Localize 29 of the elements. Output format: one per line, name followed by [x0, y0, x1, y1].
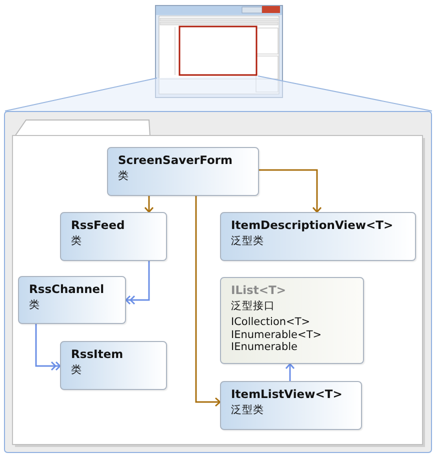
member-item: IEnumerable<T> — [231, 328, 323, 341]
type-label: 类 — [118, 169, 130, 183]
class-name: RssFeed — [71, 218, 126, 232]
arrow — [285, 363, 295, 381]
type-label: 泛型接口 — [231, 299, 276, 313]
class-box — [60, 212, 167, 261]
class-box — [220, 381, 362, 430]
class-name: RssItem — [71, 347, 124, 361]
class-name: ScreenSaverForm — [118, 153, 234, 167]
class-name: ItemListView<T> — [231, 387, 344, 401]
type-label: 类 — [71, 363, 83, 377]
member-item: ICollection<T> — [231, 316, 312, 328]
class-box — [18, 276, 126, 324]
member-item: IEnumerable — [231, 341, 299, 354]
type-label: 类 — [29, 298, 41, 312]
class-box — [220, 212, 416, 261]
class-box — [60, 341, 167, 390]
type-label: 泛型类 — [231, 403, 265, 417]
class-name: ItemDescriptionView<T> — [231, 218, 394, 232]
arrow — [125, 261, 150, 305]
class-name: IList<T> — [231, 283, 288, 297]
interface-box — [220, 277, 364, 364]
arrow — [259, 169, 322, 213]
type-label: 泛型类 — [231, 234, 265, 248]
class-name: RssChannel — [29, 282, 106, 296]
class-box — [107, 147, 259, 196]
arrow — [195, 196, 221, 407]
arrow — [144, 196, 154, 213]
type-label: 类 — [71, 234, 83, 248]
